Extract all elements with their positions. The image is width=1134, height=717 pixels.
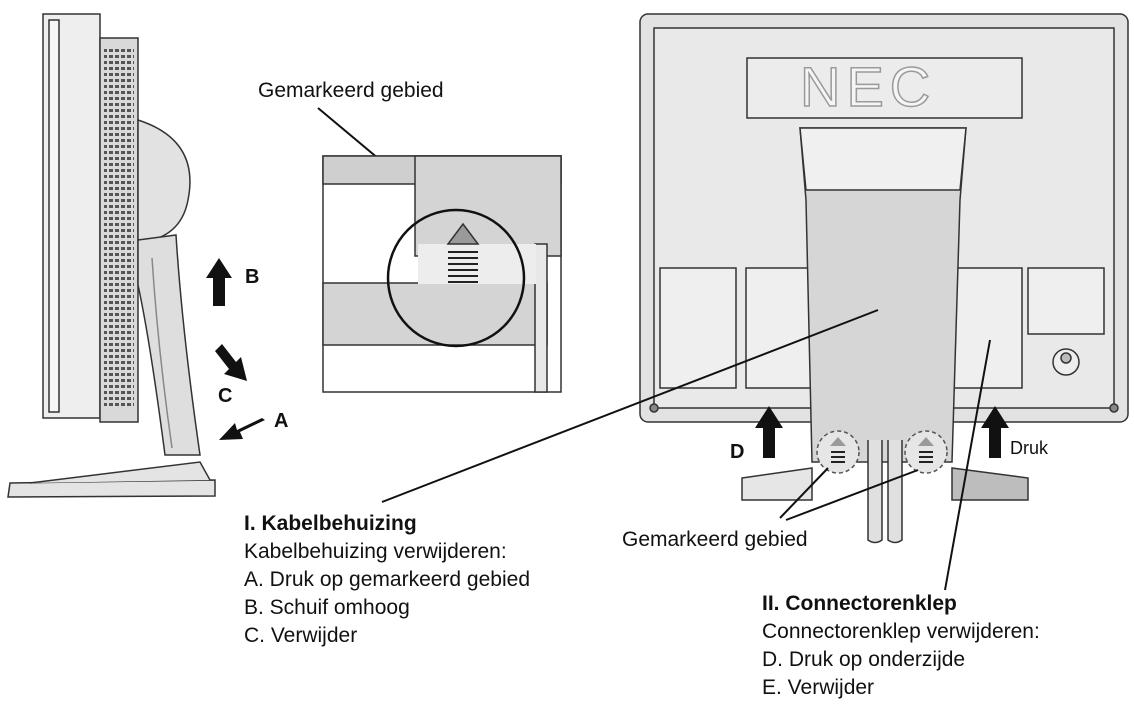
label-c: C: [218, 385, 232, 407]
cable-housing-step-c: C. Verwijder: [244, 624, 358, 647]
back-press-triangle-left: [830, 437, 846, 446]
nec-logo: NEC: [800, 55, 936, 118]
cable-housing-step-a: A. Druk op gemarkeerd gebied: [244, 568, 530, 591]
back-cable-2: [887, 440, 903, 544]
back-cable-1: [867, 440, 883, 544]
label-d: D: [730, 441, 744, 463]
zoom-press-triangle: [446, 222, 480, 245]
label-b: B: [245, 266, 259, 288]
back-grip-lines-left: [831, 451, 845, 463]
cable-housing-subtitle: Kabelbehuizing verwijderen:: [244, 540, 507, 563]
leader-connector-cover: [944, 339, 991, 591]
zoom-highlight-circle: [386, 208, 526, 348]
back-lock-knob-center: [1060, 352, 1072, 364]
side-screen-edge: [48, 19, 60, 413]
arrow-b-up: [206, 258, 232, 306]
zoom-grip-lines: [448, 251, 478, 283]
side-vent-slots: [104, 48, 134, 408]
arrows-d: [755, 406, 1009, 458]
connector-cover-subtitle: Connectorenklep verwijderen:: [762, 620, 1040, 643]
callout-connector-cover: II. Connectorenklep Connectorenklep verw…: [762, 590, 1040, 702]
leader-marked-area-left: [779, 467, 829, 519]
arrows-abc: [206, 258, 265, 440]
cable-housing-step-b: B. Schuif omhoog: [244, 596, 410, 619]
side-back-hump: [137, 118, 191, 241]
label-marked-area-top: Gemarkeerd gebied: [258, 79, 444, 102]
back-screw-right: [1109, 403, 1119, 413]
back-base-right: [951, 467, 1029, 501]
label-a: A: [274, 410, 288, 432]
side-stand-line: [151, 257, 173, 449]
back-logo-plate: [746, 57, 1023, 119]
back-base-left: [741, 467, 813, 501]
leader-cable-housing: [381, 309, 879, 503]
leader-marked-area-right: [785, 469, 919, 521]
connector-cover-title: II. Connectorenklep: [762, 592, 957, 615]
connector-cover-step-d: D. Druk op onderzijde: [762, 648, 966, 671]
side-stand-neck: [137, 234, 201, 456]
zoom-lower-band: [322, 282, 548, 346]
arrow-a-left: [219, 418, 265, 440]
zoom-housing: [414, 155, 562, 257]
back-stand-top: [799, 127, 967, 191]
side-base-slope: [29, 461, 211, 484]
label-marked-area-bottom: Gemarkeerd gebied: [622, 528, 808, 551]
cable-housing-title: I. Kabelbehuizing: [244, 512, 417, 535]
back-screw-left: [649, 403, 659, 413]
label-press: Druk: [1010, 438, 1049, 458]
connector-cover-step-e: E. Verwijder: [762, 676, 875, 699]
back-port-right: [1027, 267, 1105, 335]
monitor-side-view: [7, 13, 216, 498]
arrow-c-diagonal: [215, 344, 247, 381]
monitor-back-view: [639, 13, 1129, 544]
back-grip-lines-right: [919, 451, 933, 463]
arrow-d-up: [755, 406, 783, 458]
back-marked-areas: [816, 430, 948, 474]
back-port-left: [659, 267, 737, 389]
zoom-detail: [322, 155, 562, 393]
zoom-side-rail: [534, 243, 548, 393]
arrow-druk-up: [981, 406, 1009, 458]
back-press-triangle-right: [918, 437, 934, 446]
callout-cable-housing: I. Kabelbehuizing Kabelbehuizing verwijd…: [244, 510, 530, 650]
